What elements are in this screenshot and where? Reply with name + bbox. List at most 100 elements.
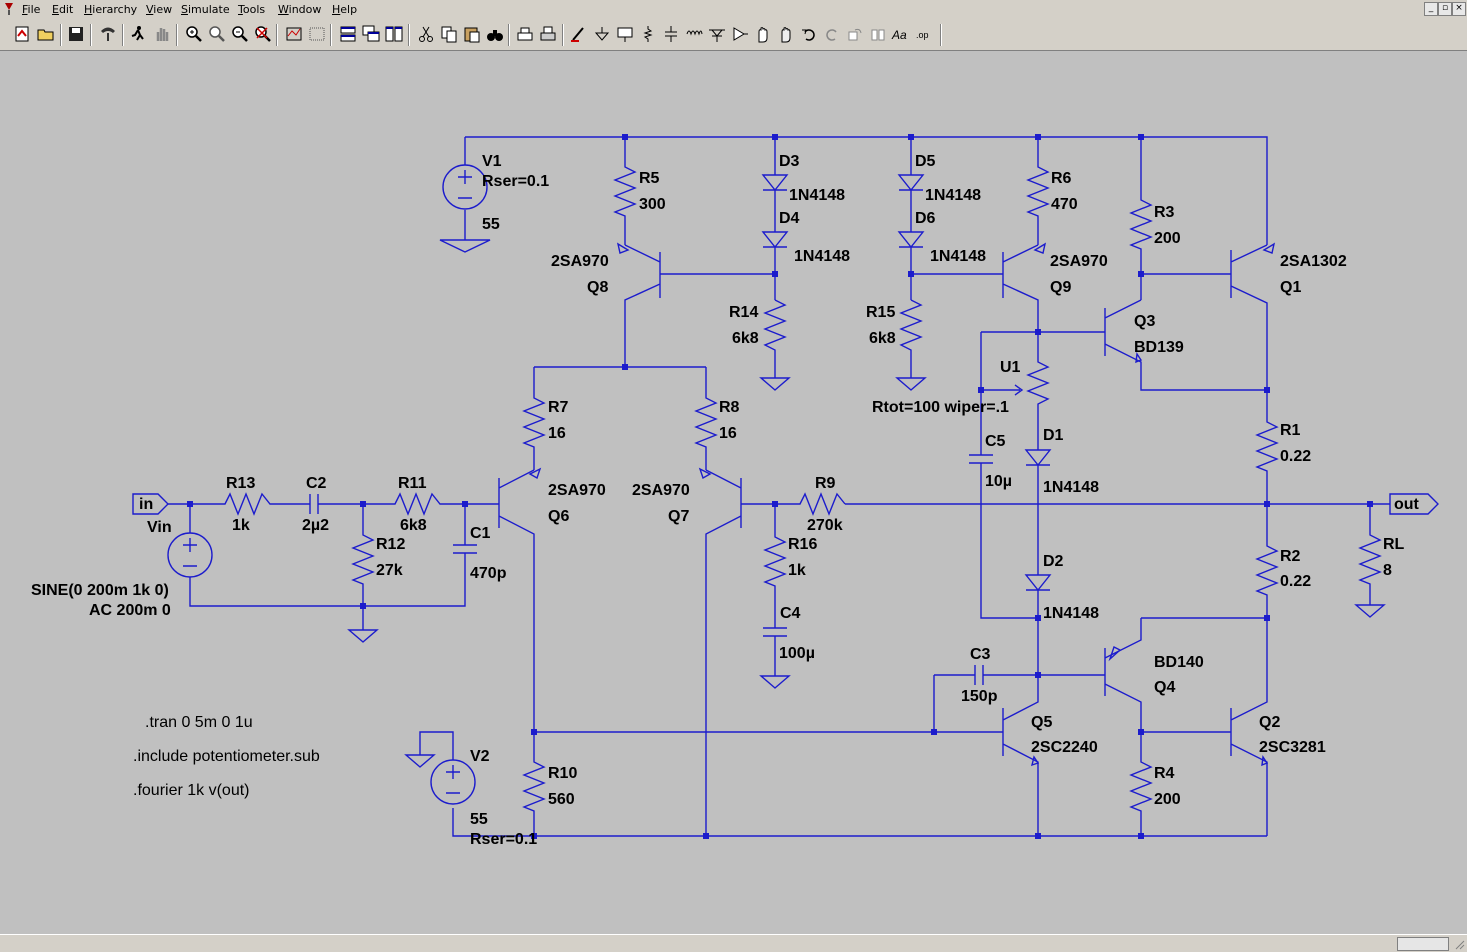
r1-value: 0.22 (1280, 448, 1311, 465)
d1-name: D1 (1043, 427, 1064, 444)
label-net-icon[interactable] (615, 24, 635, 44)
v2-name: V2 (470, 748, 490, 765)
q2-name: Q2 (1259, 714, 1280, 731)
run-icon[interactable] (128, 24, 148, 44)
c5-value: 10µ (985, 473, 1012, 490)
u1-name: U1 (1000, 359, 1021, 376)
redo-icon[interactable] (822, 24, 842, 44)
r5-value: 300 (639, 196, 666, 213)
component-icon[interactable] (730, 24, 750, 44)
junction-dots (187, 134, 1373, 839)
vin-line1: SINE(0 200m 1k 0) (31, 582, 169, 599)
menu-simulate[interactable]: Simulate (181, 3, 230, 16)
c2-value: 2µ2 (302, 517, 329, 534)
q8-model: 2SA970 (551, 253, 609, 270)
tile-horizontal-icon[interactable] (338, 24, 358, 44)
r15-name: R15 (866, 304, 895, 321)
zoom-in-icon[interactable] (184, 24, 204, 44)
svg-text:Aa: Aa (891, 28, 907, 42)
r3-value: 200 (1154, 230, 1181, 247)
spice-directive-include[interactable]: .include potentiometer.sub (133, 748, 320, 765)
menu-window[interactable]: Window (278, 3, 322, 16)
r16-value: 1k (788, 562, 806, 579)
drag-icon[interactable] (776, 24, 796, 44)
mirror-icon[interactable] (868, 24, 888, 44)
text-icon[interactable]: Aa (891, 24, 911, 44)
c1-name: C1 (470, 525, 491, 542)
menu-edit[interactable]: Edit (52, 3, 74, 16)
r16-name: R16 (788, 536, 817, 553)
find-icon[interactable] (485, 24, 505, 44)
menu-view[interactable]: View (146, 3, 173, 16)
save-icon[interactable] (66, 24, 86, 44)
v2-param: Rser=0.1 (470, 831, 537, 848)
halt-icon[interactable] (152, 24, 172, 44)
menu-help[interactable]: Help (332, 3, 358, 16)
diode-icon[interactable] (707, 24, 727, 44)
spice-directive-icon[interactable]: .op (914, 24, 934, 44)
undo-icon[interactable] (799, 24, 819, 44)
grid-icon[interactable] (307, 24, 327, 44)
u1-param: Rtot=100 wiper=.1 (872, 399, 1009, 416)
r2-value: 0.22 (1280, 573, 1311, 590)
tile-vertical-icon[interactable] (384, 24, 404, 44)
r7-value: 16 (548, 425, 566, 442)
d3-name: D3 (779, 153, 800, 170)
inductor-icon[interactable] (684, 24, 704, 44)
cascade-icon[interactable] (361, 24, 381, 44)
r12-value: 27k (376, 562, 403, 579)
print-setup-icon[interactable] (515, 24, 535, 44)
open-icon[interactable] (36, 24, 56, 44)
new-schematic-icon[interactable] (12, 24, 32, 44)
print-icon[interactable] (538, 24, 558, 44)
r11-value: 6k8 (400, 517, 427, 534)
autorange-icon[interactable] (284, 24, 304, 44)
ground-icon[interactable] (592, 24, 612, 44)
spice-directive-fourier[interactable]: .fourier 1k v(out) (133, 782, 249, 799)
q7-name: Q7 (668, 508, 689, 525)
schematic-drawing[interactable]: in out V1 Rser=0.1 55 Vin SINE(0 200m 1k… (0, 51, 1467, 934)
cut-icon[interactable] (416, 24, 436, 44)
minimize-icon[interactable]: _ (1424, 2, 1438, 16)
q3-model: BD139 (1134, 339, 1184, 356)
spice-directive-tran[interactable]: .tran 0 5m 0 1u (145, 714, 253, 731)
wire-icon[interactable] (569, 24, 589, 44)
r4-name: R4 (1154, 765, 1175, 782)
v1-param: Rser=0.1 (482, 173, 549, 190)
paste-icon[interactable] (462, 24, 482, 44)
schematic-canvas[interactable]: in out V1 Rser=0.1 55 Vin SINE(0 200m 1k… (0, 51, 1467, 934)
q3-name: Q3 (1134, 313, 1155, 330)
rotate-icon[interactable] (845, 24, 865, 44)
menu-hierarchy[interactable]: Hierarchy (84, 3, 138, 16)
voltage-sources (167, 164, 488, 805)
svg-text:.op: .op (916, 30, 929, 40)
d6-value: 1N4148 (930, 248, 986, 265)
q7-model: 2SA970 (632, 482, 690, 499)
q2-model: 2SC3281 (1259, 739, 1326, 756)
close-icon[interactable]: × (1452, 2, 1466, 16)
c5-name: C5 (985, 433, 1006, 450)
zoom-area-icon[interactable] (207, 24, 227, 44)
copy-icon[interactable] (439, 24, 459, 44)
status-field (1397, 937, 1449, 951)
r6-value: 470 (1051, 196, 1078, 213)
zoom-fit-icon[interactable] (253, 24, 273, 44)
zoom-out-icon[interactable] (230, 24, 250, 44)
menu-tools[interactable]: Tools (238, 3, 266, 16)
r10-name: R10 (548, 765, 577, 782)
r11-name: R11 (398, 475, 427, 492)
q6-model: 2SA970 (548, 482, 606, 499)
r8-value: 16 (719, 425, 737, 442)
resistor-icon[interactable] (638, 24, 658, 44)
q8-name: Q8 (587, 279, 608, 296)
d6-name: D6 (915, 210, 936, 227)
resize-grip-icon[interactable] (1453, 938, 1465, 950)
vin-name: Vin (147, 519, 172, 536)
restore-icon[interactable]: ▫ (1438, 2, 1452, 16)
menu-file[interactable]: File (22, 3, 41, 16)
capacitor-icon[interactable] (661, 24, 681, 44)
q1-name: Q1 (1280, 279, 1301, 296)
move-icon[interactable] (753, 24, 773, 44)
r8-name: R8 (719, 399, 740, 416)
control-panel-icon[interactable] (98, 24, 118, 44)
